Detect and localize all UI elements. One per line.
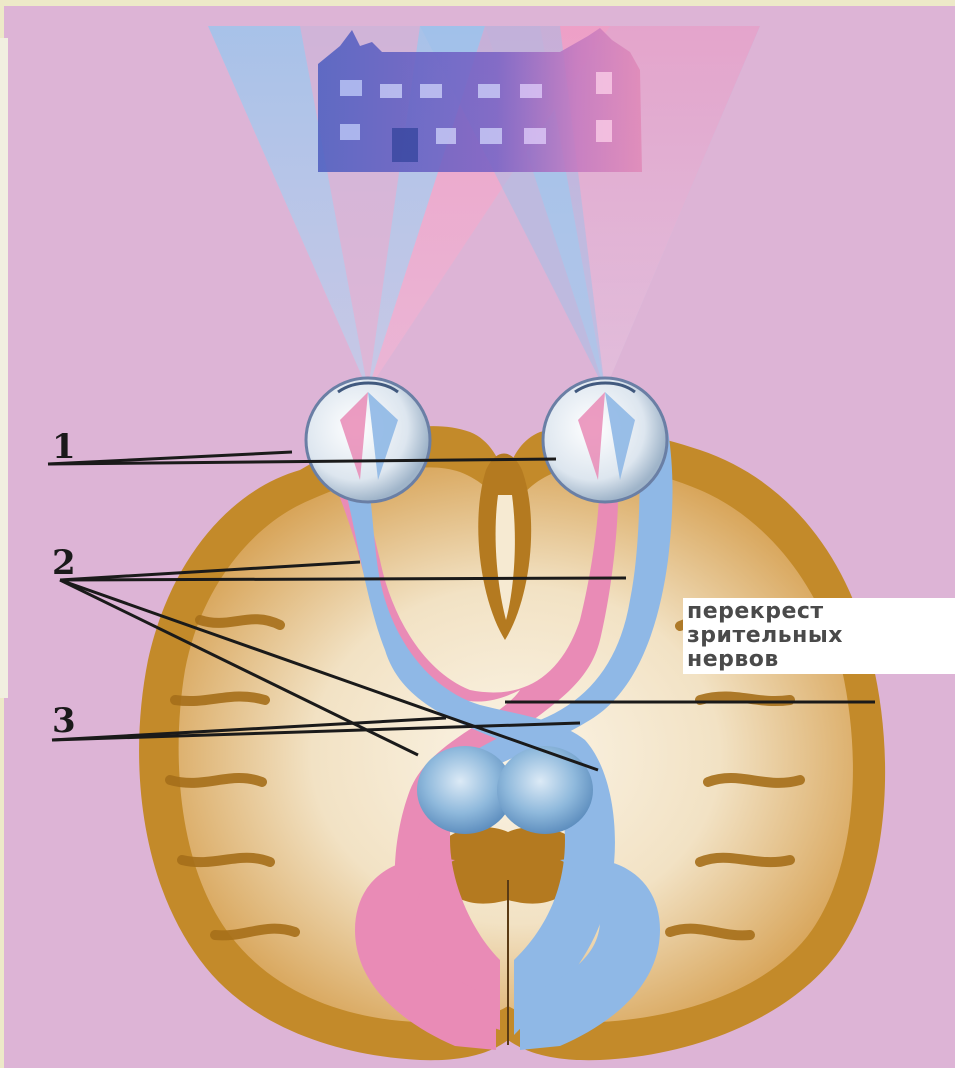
chiasm-caption-line-3: нервов [687,648,955,672]
chiasm-caption-line-2: зрительных [687,624,955,648]
left-eye [306,378,430,502]
right-eye [543,378,667,502]
chiasm-caption: перекрест зрительных нервов [683,598,955,674]
label-3: 3 [52,701,76,741]
label-1: 1 [52,427,76,467]
chiasm-caption-line-1: перекрест [687,600,955,624]
label-2-line-b [60,578,626,580]
right-geniculate-body [497,746,593,834]
label-2: 2 [52,543,76,583]
left-edge-strip [0,38,8,698]
